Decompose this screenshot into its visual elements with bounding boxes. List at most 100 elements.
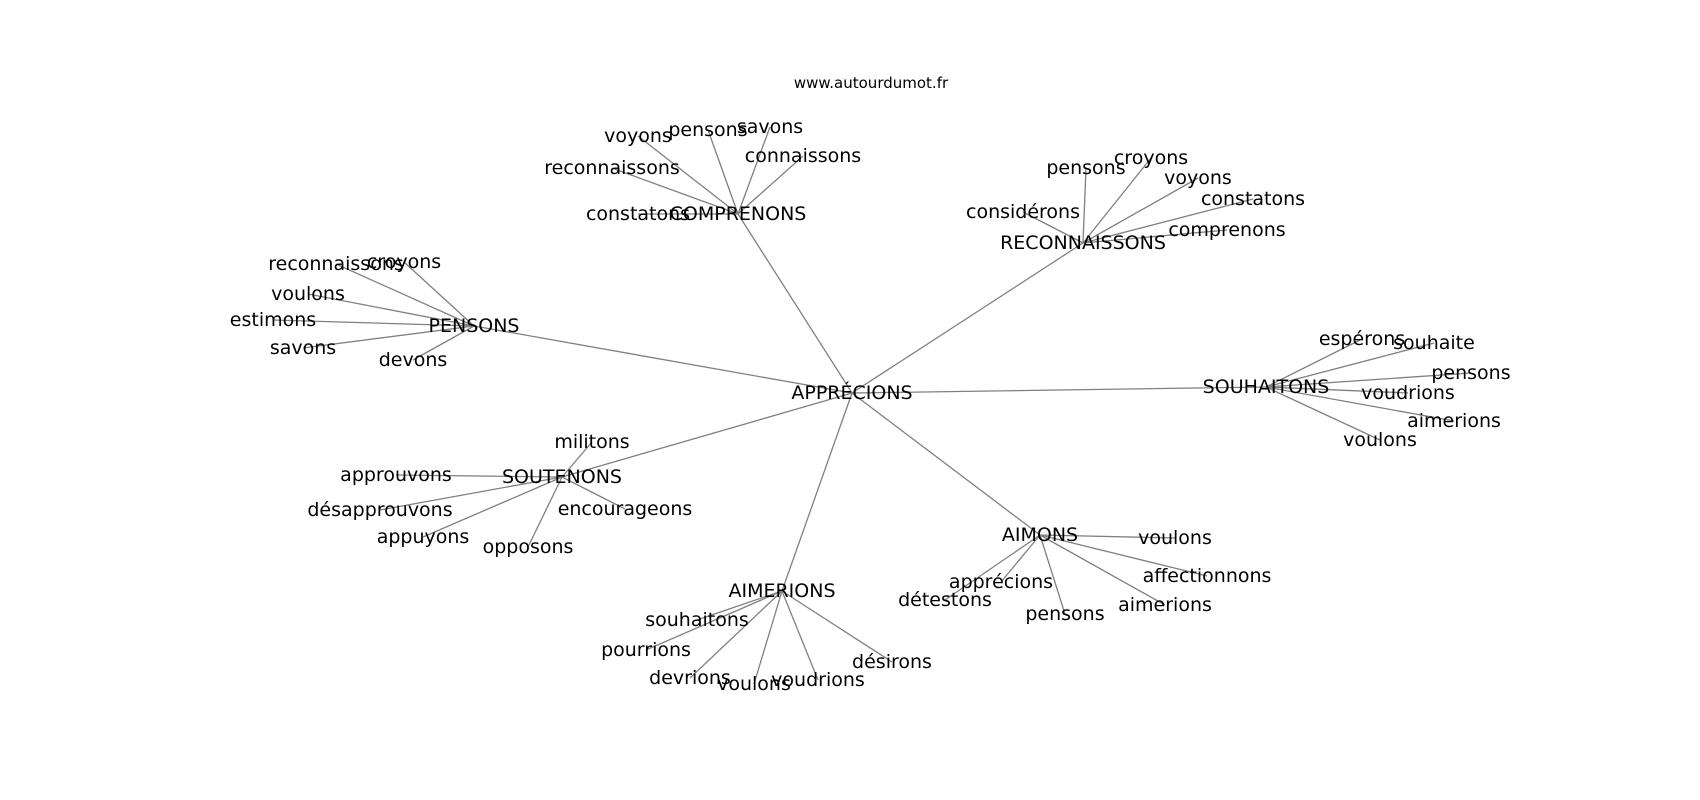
leaf-node-comprenons: reconnaissons bbox=[544, 157, 680, 179]
edge-reconnaissons-leaf-1 bbox=[1082, 157, 1152, 244]
edge-aimerions-leaf-0 bbox=[696, 590, 783, 621]
edge-comprenons-leaf-4 bbox=[611, 167, 739, 215]
edge-center-aimerions bbox=[781, 392, 853, 592]
leaf-node-reconnaissons: constatons bbox=[1201, 188, 1305, 210]
edge-aimerions-leaf-5 bbox=[781, 590, 893, 663]
hub-node-reconnaissons: RECONNAISSONS bbox=[1000, 232, 1166, 254]
edge-center-comprenons bbox=[737, 213, 853, 394]
leaf-node-aimerions: désirons bbox=[852, 651, 932, 673]
edge-soutenons-leaf-1 bbox=[395, 474, 563, 478]
edge-pensons-leaf-0 bbox=[335, 263, 475, 327]
edge-soutenons-leaf-4 bbox=[422, 476, 563, 538]
leaf-node-souhaitons: souhaite bbox=[1393, 332, 1475, 354]
edge-aimons-leaf-2 bbox=[944, 534, 1041, 601]
leaf-node-aimons: aimerions bbox=[1118, 594, 1212, 616]
leaf-node-pensons: croyons bbox=[367, 251, 441, 273]
hub-node-souhaitons: SOUHAITONS bbox=[1203, 376, 1330, 398]
leaf-node-aimerions: souhaitons bbox=[645, 609, 749, 631]
leaf-node-aimons: voulons bbox=[1138, 527, 1212, 549]
leaf-node-reconnaissons: croyons bbox=[1114, 147, 1188, 169]
leaf-node-reconnaissons: comprenons bbox=[1168, 219, 1285, 241]
leaf-node-soutenons: opposons bbox=[483, 536, 574, 558]
edge-souhaitons-leaf-2 bbox=[1265, 372, 1472, 388]
leaf-node-aimerions: voulons bbox=[717, 673, 791, 695]
leaf-node-soutenons: approuvons bbox=[340, 464, 452, 486]
leaf-node-souhaitons: espérons bbox=[1319, 328, 1405, 350]
edge-center-soutenons bbox=[561, 392, 853, 478]
leaf-node-souhaitons: voudrions bbox=[1361, 382, 1455, 404]
hub-node-soutenons: SOUTENONS bbox=[502, 466, 622, 488]
edge-center-reconnaissons bbox=[851, 242, 1084, 394]
leaf-node-aimerions: devrions bbox=[649, 667, 731, 689]
edge-reconnaissons-leaf-4 bbox=[1022, 211, 1084, 244]
leaf-node-reconnaissons: pensons bbox=[1046, 157, 1125, 179]
edge-center-pensons bbox=[473, 325, 853, 394]
leaf-node-comprenons: connaissons bbox=[745, 145, 861, 167]
site-watermark: www.autourdumot.fr bbox=[794, 74, 949, 92]
hub-node-pensons: PENSONS bbox=[429, 315, 520, 337]
edge-pensons-leaf-1 bbox=[403, 261, 475, 327]
edge-aimons-leaf-1 bbox=[1000, 534, 1041, 583]
edge-reconnaissons-leaf-0 bbox=[1082, 167, 1087, 244]
edge-aimons-leaf-0 bbox=[1039, 534, 1176, 539]
leaf-node-souhaitons: aimerions bbox=[1407, 410, 1501, 432]
leaf-node-pensons: devons bbox=[379, 349, 448, 371]
leaf-node-soutenons: appuyons bbox=[377, 526, 470, 548]
edge-souhaitons-leaf-0 bbox=[1265, 338, 1363, 388]
edge-aimons-leaf-5 bbox=[1039, 534, 1066, 615]
edge-aimerions-leaf-3 bbox=[753, 590, 783, 685]
edge-soutenons-leaf-5 bbox=[527, 476, 563, 548]
leaf-node-pensons: reconnaissons bbox=[268, 253, 404, 275]
leaf-node-aimerions: voudrions bbox=[771, 669, 865, 691]
edge-pensons-leaf-3 bbox=[272, 319, 475, 327]
leaf-node-comprenons: pensons bbox=[668, 119, 747, 141]
edge-comprenons-leaf-3 bbox=[737, 155, 804, 215]
leaf-node-aimons: apprécions bbox=[949, 571, 1053, 593]
leaf-node-aimerions: pourrions bbox=[601, 639, 691, 661]
leaf-node-pensons: estimons bbox=[230, 309, 316, 331]
leaf-node-comprenons: constatons bbox=[586, 203, 690, 225]
hub-node-aimerions: AIMERIONS bbox=[728, 580, 835, 602]
edge-center-aimons bbox=[851, 392, 1041, 536]
edge-aimerions-leaf-1 bbox=[645, 590, 783, 651]
edge-aimons-leaf-4 bbox=[1039, 534, 1166, 606]
leaf-node-soutenons: désapprouvons bbox=[307, 499, 452, 521]
edge-souhaitons-leaf-5 bbox=[1265, 386, 1381, 441]
leaf-node-aimons: pensons bbox=[1025, 603, 1104, 625]
edge-reconnaissons-leaf-2 bbox=[1082, 177, 1199, 244]
leaf-node-comprenons: voyons bbox=[604, 125, 672, 147]
graph-edges bbox=[272, 126, 1472, 685]
edge-reconnaissons-leaf-3 bbox=[1082, 198, 1254, 244]
edge-souhaitons-leaf-3 bbox=[1265, 386, 1409, 394]
leaf-node-comprenons: savons bbox=[737, 116, 803, 138]
leaf-node-soutenons: militons bbox=[554, 431, 629, 453]
leaf-node-aimons: affectionnons bbox=[1143, 565, 1272, 587]
leaf-node-reconnaissons: voyons bbox=[1164, 167, 1232, 189]
hub-node-aimons: AIMONS bbox=[1002, 524, 1078, 546]
hub-node-comprenons: COMPRENONS bbox=[670, 203, 807, 225]
edge-soutenons-leaf-2 bbox=[379, 476, 563, 511]
edge-aimons-leaf-3 bbox=[1039, 534, 1208, 577]
leaf-node-reconnaissons: considérons bbox=[966, 201, 1080, 223]
center-node: APPRÉCIONS bbox=[791, 381, 912, 404]
leaf-node-pensons: voulons bbox=[271, 283, 345, 305]
edge-reconnaissons-leaf-5 bbox=[1082, 229, 1228, 244]
edge-pensons-leaf-2 bbox=[307, 293, 475, 327]
edge-soutenons-leaf-3 bbox=[561, 476, 626, 510]
edge-souhaitons-leaf-1 bbox=[1265, 342, 1435, 388]
graph-labels: voyonspensonssavonsconnaissonsreconnaiss… bbox=[230, 116, 1511, 695]
leaf-node-aimons: détestons bbox=[898, 589, 992, 611]
edge-comprenons-leaf-0 bbox=[637, 135, 739, 215]
edge-soutenons-leaf-0 bbox=[561, 441, 593, 478]
edge-pensons-leaf-4 bbox=[302, 325, 475, 349]
edge-aimerions-leaf-2 bbox=[689, 590, 783, 679]
edge-comprenons-leaf-1 bbox=[707, 129, 739, 215]
leaf-node-souhaitons: pensons bbox=[1431, 362, 1510, 384]
edge-souhaitons-leaf-4 bbox=[1265, 386, 1455, 422]
edge-comprenons-leaf-2 bbox=[737, 126, 771, 215]
leaf-node-pensons: savons bbox=[270, 337, 336, 359]
edge-pensons-leaf-5 bbox=[412, 325, 475, 361]
edge-center-souhaitons bbox=[851, 386, 1267, 394]
edge-aimerions-leaf-4 bbox=[781, 590, 819, 681]
